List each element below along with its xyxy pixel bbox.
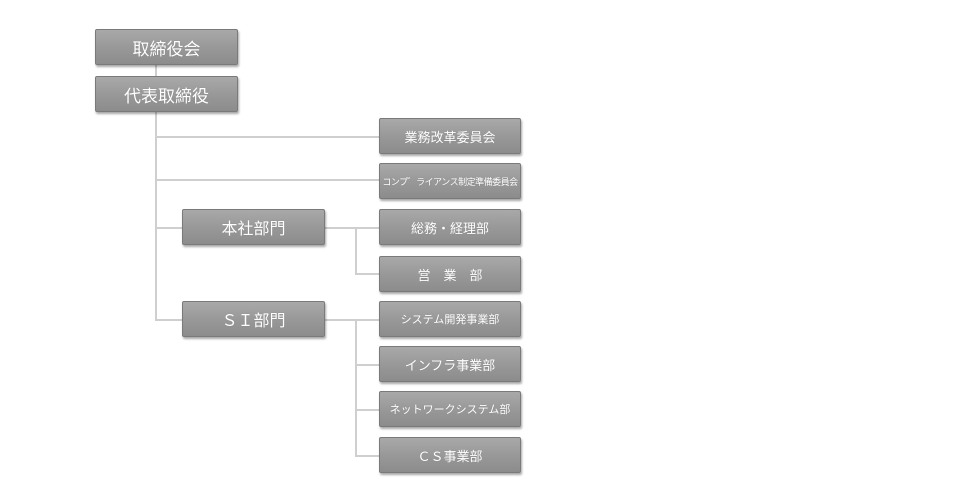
- division-box-si: ＳＩ部門: [182, 301, 325, 337]
- si-out-line: [325, 319, 380, 321]
- si-sub-trunk: [355, 319, 357, 457]
- department-box: ネットワークシステム部: [379, 391, 521, 427]
- branch-line-committee-2: [155, 179, 380, 181]
- honsha-sub-branch: [355, 273, 380, 275]
- department-box: ＣＳ事業部: [379, 437, 521, 473]
- department-box: システム開発事業部: [379, 301, 521, 337]
- si-sub-branch-3: [355, 455, 380, 457]
- committee-box: コンプ゛ライアンス制定準備委員会: [379, 163, 521, 199]
- committee-box: 業務改革委員会: [379, 118, 521, 154]
- honsha-out-line: [325, 227, 380, 229]
- department-box: 営 業 部: [379, 256, 521, 292]
- branch-line-si: [155, 319, 183, 321]
- trunk-line: [155, 64, 157, 320]
- department-box: インフラ事業部: [379, 346, 521, 382]
- si-sub-branch-2: [355, 409, 380, 411]
- si-sub-branch-1: [355, 364, 380, 366]
- honsha-sub-trunk: [355, 227, 357, 275]
- department-box: 総務・経理部: [379, 209, 521, 245]
- board-box: 取締役会: [95, 29, 238, 65]
- branch-line-committee-1: [155, 136, 380, 138]
- ceo-box: 代表取締役: [95, 76, 238, 112]
- branch-line-honsha: [155, 227, 183, 229]
- division-box-honsha: 本社部門: [182, 209, 325, 245]
